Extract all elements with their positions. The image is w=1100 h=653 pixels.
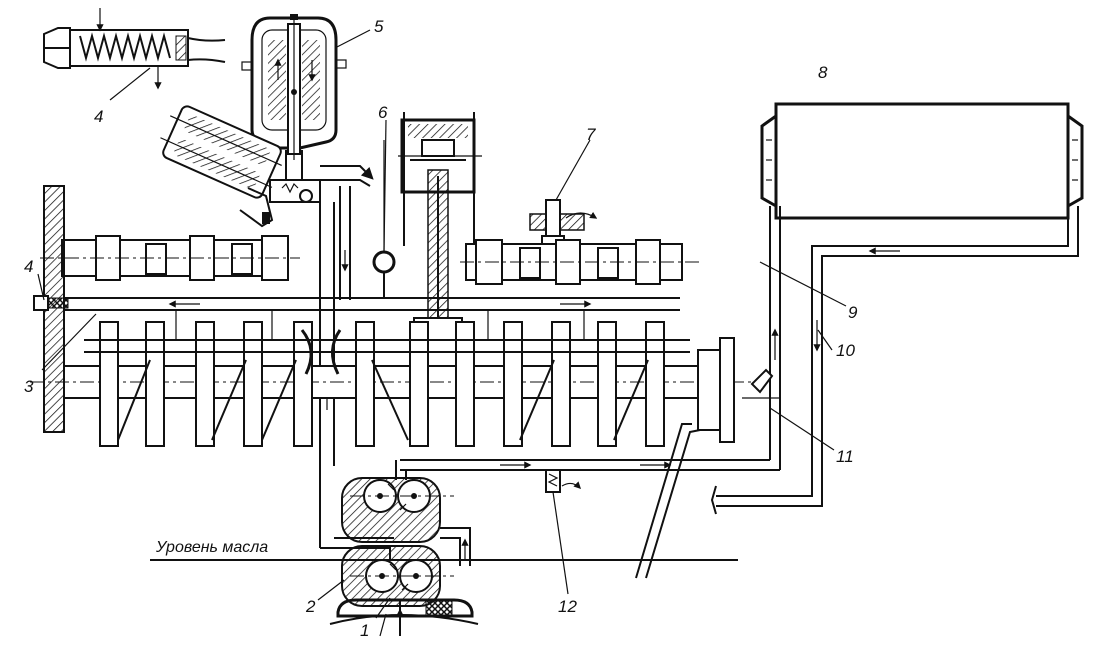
pressure-line bbox=[400, 206, 781, 471]
filter-junction bbox=[269, 150, 374, 203]
relief-valve bbox=[43, 8, 226, 101]
camshaft-right bbox=[460, 239, 700, 285]
relief-plug bbox=[545, 469, 582, 595]
callout-3: 3 bbox=[24, 377, 34, 396]
callout-2: 2 bbox=[305, 597, 316, 616]
callout-6: 6 bbox=[378, 103, 388, 122]
callout-10: 10 bbox=[836, 341, 855, 360]
rear-oil-pipe bbox=[635, 423, 701, 579]
timing-gear bbox=[33, 185, 69, 433]
callout-1: 1 bbox=[360, 621, 369, 640]
callout-8: 8 bbox=[818, 63, 828, 82]
pressure-gauge bbox=[372, 140, 396, 274]
callout-11: 11 bbox=[836, 447, 854, 466]
callout-4-top: 4 bbox=[94, 107, 103, 126]
centrifugal-filter bbox=[241, 14, 371, 160]
oil-radiator bbox=[760, 102, 1084, 220]
oil-strainer bbox=[329, 597, 479, 636]
oil-level-label: Уровень масла bbox=[155, 539, 268, 556]
bypass-valve bbox=[742, 368, 780, 399]
callout-7: 7 bbox=[586, 125, 596, 144]
callout-9: 9 bbox=[848, 303, 858, 322]
main-oil-gallery bbox=[64, 272, 680, 311]
fine-filter bbox=[160, 105, 282, 199]
fine-filter-housing bbox=[239, 187, 274, 228]
valve-rocker bbox=[529, 139, 598, 245]
return-line bbox=[710, 206, 1079, 515]
camshaft-left bbox=[40, 235, 300, 281]
callout-12: 12 bbox=[558, 597, 577, 616]
leader-lines bbox=[37, 119, 847, 637]
crankshaft bbox=[30, 310, 760, 447]
callout-4-side: 4 bbox=[24, 257, 33, 276]
callout-5: 5 bbox=[374, 17, 384, 36]
oil-pump bbox=[320, 460, 471, 607]
